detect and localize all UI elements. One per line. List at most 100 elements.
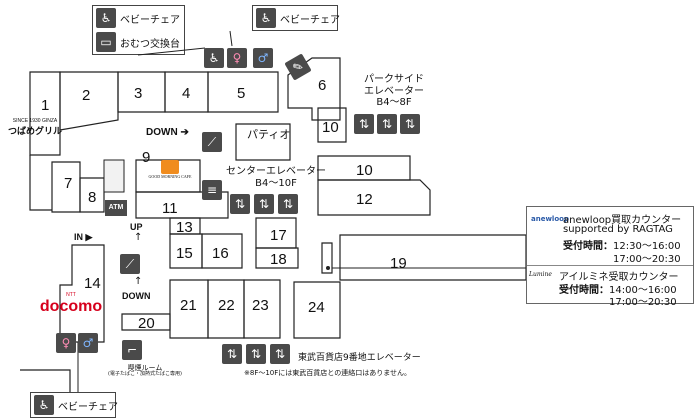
store-1-outline <box>29 71 61 156</box>
store-24-outline <box>293 281 341 339</box>
arrow-right-icon: ▶ <box>85 232 93 242</box>
baby-chair-text-3: ベビーチェア <box>58 401 118 413</box>
store-19-label[interactable]: 19 <box>390 255 407 272</box>
stairs-icon: ≡ <box>202 180 222 200</box>
anewloop-logo: anewloop <box>531 215 569 223</box>
store-18-label[interactable]: 18 <box>270 251 287 268</box>
down-label-bottom: DOWN <box>122 291 151 301</box>
elevator-icon[interactable]: ⇅ <box>400 114 420 134</box>
tsubame-grill-logo: SINCE 1930 GINZA つばめグリル <box>7 118 62 137</box>
store-15-label[interactable]: 15 <box>176 245 193 262</box>
patio-outline <box>235 123 291 161</box>
up-label: UP <box>130 222 143 232</box>
store-6-label[interactable]: 6 <box>318 77 327 94</box>
lumine-hours-2: 17:00～20:30 <box>609 297 677 308</box>
store-13-label[interactable]: 13 <box>176 219 193 236</box>
escalator-icon[interactable]: ⟋ <box>120 254 140 274</box>
store-10a-outline <box>317 107 347 143</box>
smoking-room-label: 喫煙ルーム (電子たばこ・加熱式たばこ専用) <box>108 364 182 378</box>
down-arrow-top: DOWN ➔ <box>146 127 189 138</box>
store-10a-label[interactable]: 10 <box>322 119 339 136</box>
store-17-label[interactable]: 17 <box>270 227 287 244</box>
elevator-icon[interactable]: ⇅ <box>354 114 374 134</box>
store-8-outline <box>79 177 105 213</box>
elevator-icon[interactable]: ⇅ <box>246 344 266 364</box>
store-2-label[interactable]: 2 <box>82 87 91 104</box>
baby-chair-legend-3: ♿ ベビーチェア <box>34 395 118 415</box>
store-16-label[interactable]: 16 <box>212 245 229 262</box>
store-12-label[interactable]: 12 <box>356 191 373 208</box>
elevator-icon[interactable]: ⇅ <box>278 194 298 214</box>
counter-info-box: anewloop anewloop買取カウンター supported by RA… <box>526 206 694 308</box>
store-21-label[interactable]: 21 <box>180 297 197 314</box>
baby-chair-legend: ♿ ベビーチェア <box>96 8 180 28</box>
store-8-label[interactable]: 8 <box>88 189 97 206</box>
anewloop-hours-2: 17:00～20:30 <box>613 254 681 265</box>
escalator-icon[interactable]: ⟋ <box>202 132 222 152</box>
store-4-label[interactable]: 4 <box>182 85 191 102</box>
lumine-hours-1: 14:00～16:00 <box>609 285 677 296</box>
anewloop-hours-1: 12:30～16:00 <box>613 241 681 252</box>
store-9-label[interactable]: 9 <box>142 149 151 166</box>
baby-chair-icon: ♿ <box>96 8 116 28</box>
men-restroom-icon: ♂ <box>78 333 98 353</box>
wheelchair-icon: ♿ <box>204 48 224 68</box>
women-restroom-icon: ♀ <box>56 333 76 353</box>
women-restroom-icon: ♀ <box>227 48 247 68</box>
store-12-outline <box>317 179 431 216</box>
store-22-label[interactable]: 22 <box>218 297 235 314</box>
elevator-icon[interactable]: ⇅ <box>377 114 397 134</box>
store-10b-label[interactable]: 10 <box>356 162 373 179</box>
diaper-legend: ▭ おむつ交換台 <box>96 32 180 52</box>
store-16-outline <box>201 233 243 269</box>
anewloop-title: anewloop買取カウンター <box>563 215 682 226</box>
baby-chair-text: ベビーチェア <box>120 14 180 26</box>
store-6-outline <box>287 57 341 121</box>
men-restroom-icon: ♂ <box>253 48 273 68</box>
store-20-label[interactable]: 20 <box>138 315 155 332</box>
store-5-label[interactable]: 5 <box>237 85 246 102</box>
store-14-label[interactable]: 14 <box>84 275 101 292</box>
store-23-label[interactable]: 23 <box>252 297 269 314</box>
store-23-outline <box>243 279 281 339</box>
baby-chair-legend-2: ♿ ベビーチェア <box>256 8 340 28</box>
store-11-label[interactable]: 11 <box>162 200 178 217</box>
arrow-up-icon: ↑ <box>134 232 143 243</box>
baby-chair-text-2: ベビーチェア <box>280 14 340 26</box>
diaper-text: おむつ交換台 <box>120 38 180 50</box>
elevator-icon[interactable]: ⇅ <box>230 194 250 214</box>
tobu-elevator-label: 東武百貨店9番地エレベーター <box>298 353 421 363</box>
store-18-outline <box>255 247 299 269</box>
lumine-hours-label: 受付時間： <box>559 285 609 296</box>
elevator-icon[interactable]: ⇅ <box>270 344 290 364</box>
store-7-label[interactable]: 7 <box>64 175 73 192</box>
smoking-icon: ⌐ <box>122 340 142 360</box>
baby-chair-icon: ♿ <box>256 8 276 28</box>
store-11-outline <box>135 191 229 219</box>
store-3-label[interactable]: 3 <box>134 85 143 102</box>
anewloop-subtitle: supported by RAGTAG <box>563 224 673 235</box>
lumine-title: アイルミネ受取カウンター <box>559 272 679 283</box>
docomo-logo: NTT docomo <box>39 292 103 315</box>
elevator-shaft <box>321 242 333 274</box>
cafe-icon <box>161 160 179 174</box>
tobu-note: ※8F～10Fには東武百貨店との連絡口はありません。 <box>244 369 411 377</box>
patio-label: パティオ <box>247 128 291 141</box>
baby-chair-icon: ♿ <box>34 395 54 415</box>
store-24-label[interactable]: 24 <box>308 299 325 316</box>
store-5-outline <box>207 71 279 113</box>
store-2-outline <box>59 71 119 131</box>
anewloop-hours-label: 受付時間： <box>563 241 613 252</box>
diaper-table-icon: ▭ <box>96 32 116 52</box>
elevator-icon[interactable]: ⇅ <box>254 194 274 214</box>
good-morning-cafe-logo: GOOD MORNING CAFE <box>140 160 200 179</box>
atm-badge[interactable]: ATM <box>105 200 127 216</box>
lumine-logo: Lumine <box>529 271 552 278</box>
arrow-right-icon: ➔ <box>180 127 189 138</box>
entrance-in: IN ▶ <box>74 232 93 242</box>
elevator-icon[interactable]: ⇅ <box>222 344 242 364</box>
store-1-label[interactable]: 1 <box>41 97 50 114</box>
